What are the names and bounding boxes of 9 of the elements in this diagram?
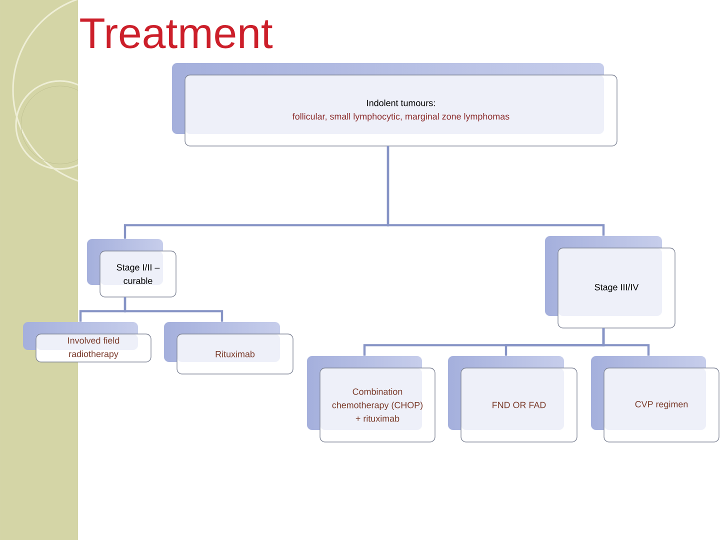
connector <box>602 328 650 356</box>
chart-box: Combination chemotherapy (CHOP) + rituximab <box>320 368 436 442</box>
connector <box>124 297 224 322</box>
chart-box: Stage III/IV <box>558 248 676 328</box>
chart-box: Indolent tumours: follicular, small lymphocytic, marginal zone lymphomas <box>184 74 618 146</box>
connector <box>386 146 605 236</box>
title: Treatment <box>80 18 273 48</box>
chart-box: FND OR FAD <box>460 368 578 442</box>
chart-box: CVP regimen <box>604 368 720 442</box>
